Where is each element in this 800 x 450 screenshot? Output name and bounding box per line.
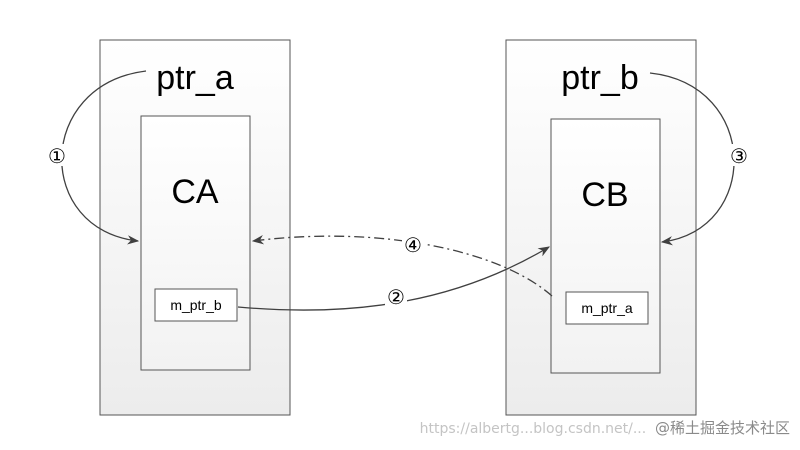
step-4-marker: ④ (404, 235, 422, 257)
ptr-a-label: ptr_a (156, 59, 234, 97)
step-1-marker: ① (48, 146, 66, 168)
m-ptr-b-label: m_ptr_b (170, 297, 222, 313)
watermark-brand: @稀土掘金技术社区 (654, 419, 790, 437)
m-ptr-a-label: m_ptr_a (581, 300, 633, 316)
watermark: https://albertg...blog.csdn.net/... @稀土掘… (420, 417, 790, 438)
ca-label: CA (171, 173, 219, 211)
ca-object-box (140, 115, 251, 371)
ptr-b-label: ptr_b (561, 59, 639, 97)
m-ptr-b-box (154, 288, 238, 322)
cb-label: CB (581, 176, 628, 214)
watermark-url: https://albertg...blog.csdn.net/... (419, 421, 647, 437)
arrow-step-4 (251, 235, 553, 297)
step-2-marker: ② (387, 287, 405, 309)
step-3-marker: ③ (730, 146, 748, 168)
m-ptr-a-box (565, 291, 649, 325)
cb-object-box (550, 118, 661, 374)
